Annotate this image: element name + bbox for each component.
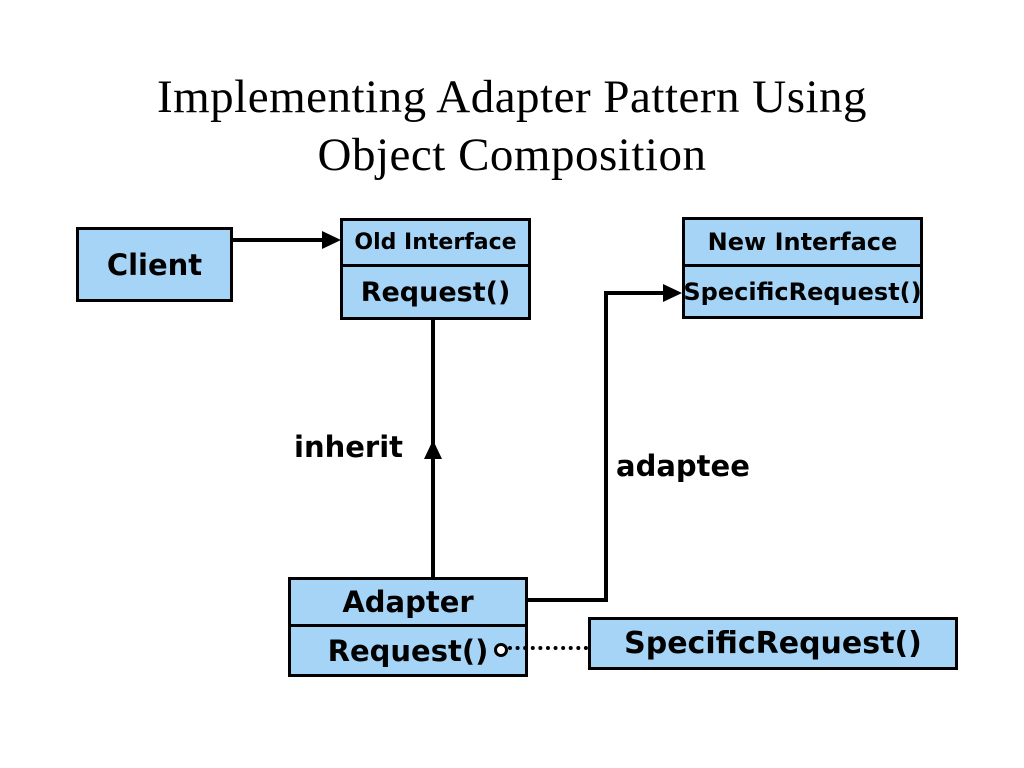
dotted-delegation-line — [508, 646, 588, 650]
inherit-label: inherit — [294, 430, 404, 464]
client-to-old-interface-arrowhead-icon — [322, 231, 341, 249]
node-specific-request-label: SpecificRequest() — [624, 626, 922, 661]
client-to-old-interface-line — [230, 238, 324, 242]
slide-title-line2: Object Composition — [317, 129, 707, 181]
node-specific-request: SpecificRequest() — [588, 617, 958, 670]
slide-title: Implementing Adapter Pattern Using Objec… — [0, 68, 1024, 184]
node-new-interface-title: New Interface — [685, 220, 920, 267]
node-old-interface-title: Old Interface — [343, 221, 528, 267]
node-old-interface: Old Interface Request() — [340, 218, 531, 320]
adaptee-line-top-segment — [604, 291, 666, 295]
node-adapter-title: Adapter — [291, 580, 525, 627]
adaptee-line-vertical-segment — [604, 291, 608, 602]
node-client: Client — [76, 227, 233, 302]
node-new-interface: New Interface SpecificRequest() — [682, 217, 923, 319]
slide-title-line1: Implementing Adapter Pattern Using — [156, 71, 868, 123]
lollipop-circle-icon — [494, 643, 508, 657]
inherit-arrowhead-icon — [424, 440, 442, 459]
node-new-interface-method: SpecificRequest() — [683, 277, 922, 306]
node-client-label: Client — [106, 247, 203, 282]
node-adapter-method: Request() — [327, 633, 489, 668]
node-old-interface-method: Request() — [360, 276, 511, 308]
node-adapter: Adapter Request() — [288, 577, 528, 677]
adaptee-label: adaptee — [616, 449, 750, 483]
adaptee-arrowhead-icon — [663, 284, 682, 302]
adaptee-line-bottom-segment — [528, 598, 608, 602]
